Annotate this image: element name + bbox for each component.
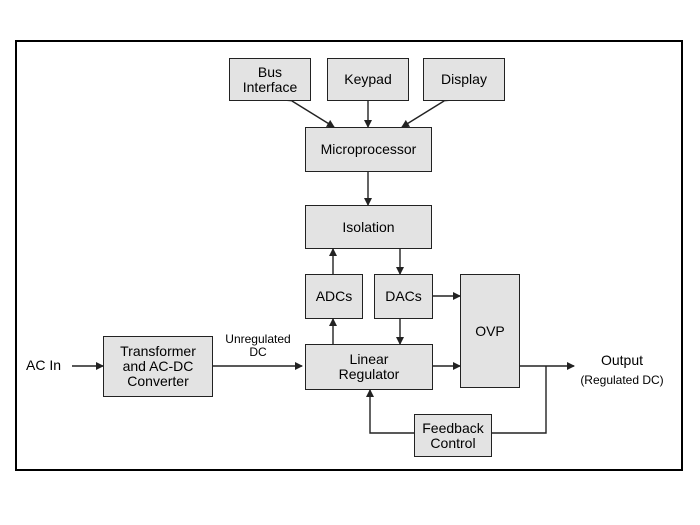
linear-regulator-block: Linear Regulator	[305, 344, 433, 390]
arrow-feedback-regulator	[366, 389, 414, 434]
microprocessor-block: Microprocessor	[305, 127, 432, 172]
output-label: Output	[600, 352, 644, 368]
keypad-block: Keypad	[327, 58, 409, 101]
ac-in-label: AC In	[26, 357, 62, 373]
transformer-block: Transformer and AC-DC Converter	[103, 336, 213, 397]
isolation-block: Isolation	[305, 205, 432, 249]
unregulated-dc-label: Unregulated DC	[225, 332, 291, 359]
adcs-block: ADCs	[305, 274, 363, 319]
display-block: Display	[423, 58, 505, 101]
arrow-display-micro	[401, 93, 453, 128]
ovp-block: OVP	[460, 274, 520, 388]
line-output-feedback	[492, 366, 547, 434]
feedback-control-block: Feedback Control	[414, 414, 492, 457]
output-sublabel: (Regulated DC)	[580, 373, 664, 387]
dacs-block: DACs	[374, 274, 433, 319]
diagram-frame	[15, 40, 683, 471]
bus-interface-block: Bus Interface	[229, 58, 311, 101]
arrow-bus-micro	[283, 93, 335, 128]
